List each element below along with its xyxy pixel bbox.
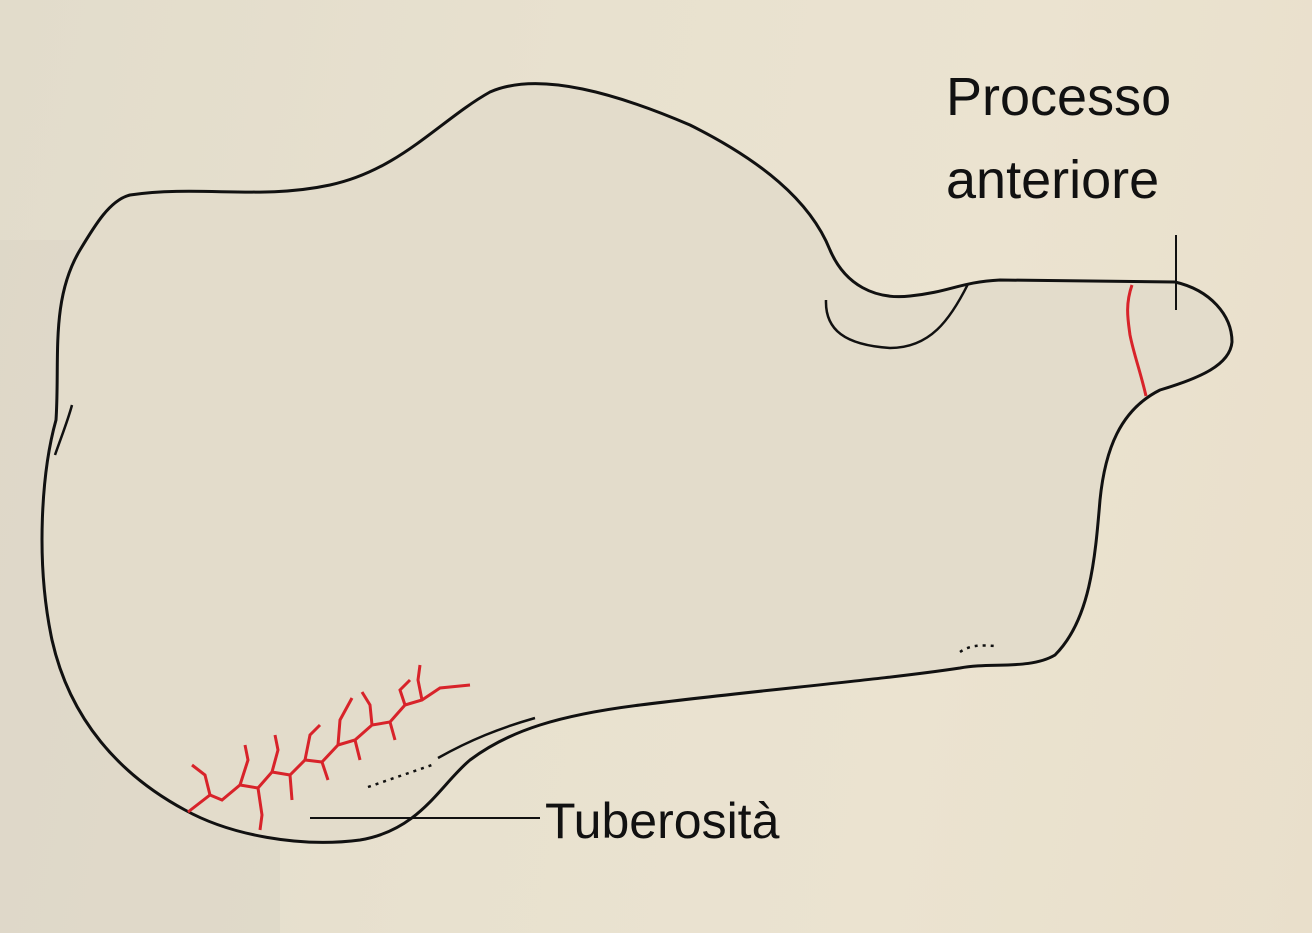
left-contour-line: [53, 404, 74, 456]
tuberosity-contour: [437, 716, 536, 760]
bone-outline: [40, 82, 1234, 844]
anterior-fracture-line: [1126, 284, 1148, 397]
notch-outline: [824, 283, 970, 350]
anterior-process-label-line2: anteriore: [946, 150, 1159, 210]
posterior-dotted: [959, 644, 996, 654]
tuberosity-dotted: [367, 763, 433, 789]
tuberosity-fracture-lines: [187, 664, 471, 831]
anterior-process-label-line1: Processo: [946, 67, 1171, 127]
tuberosity-label: Tuberosità: [545, 793, 780, 849]
